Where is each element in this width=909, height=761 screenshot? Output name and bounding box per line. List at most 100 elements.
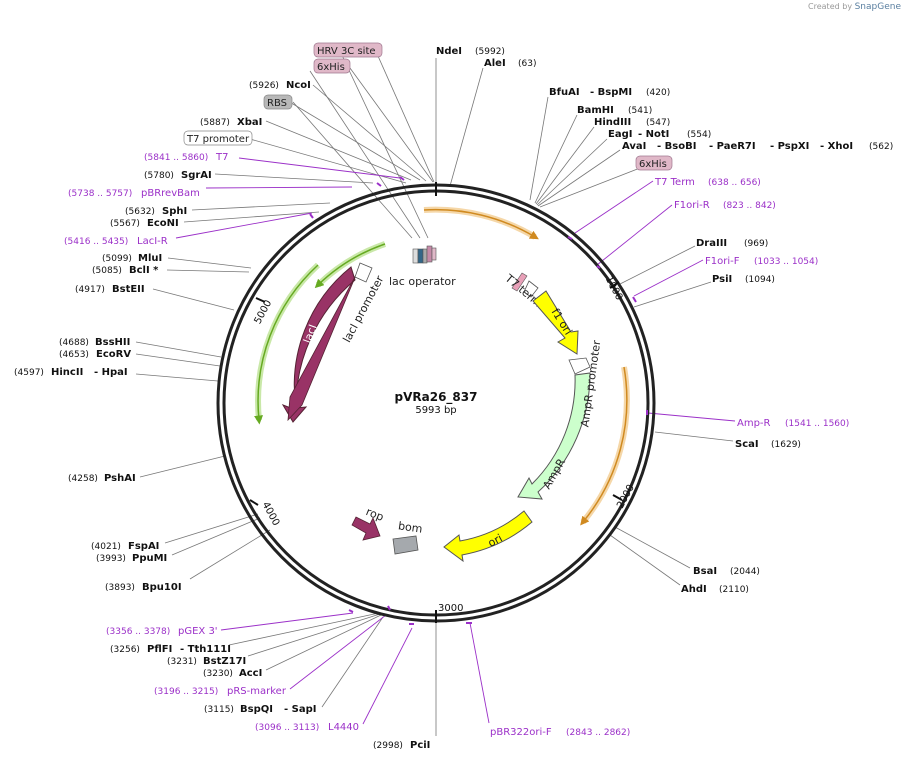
his-top-label: 6xHis <box>317 62 345 73</box>
primer-pgex: pGEX 3' <box>178 626 218 637</box>
site-paer7i: - PaeR7I <box>709 141 756 152</box>
site-bsai: BsaI <box>693 566 717 577</box>
site-bsobi: - BsoBI <box>657 141 696 152</box>
site-mlui-pos: (5099) <box>102 254 132 264</box>
primer-prs: pRS-marker <box>227 686 287 697</box>
site-bspmi: - BspMI <box>590 87 632 98</box>
tick-5000: 5000 <box>253 298 275 326</box>
bom-feature <box>392 535 419 555</box>
his-right-label: 6xHis <box>639 159 667 170</box>
primer-ampr: Amp-R <box>737 418 771 429</box>
his-top-box <box>313 58 351 74</box>
his-tag-feature <box>426 245 433 263</box>
primer-marks <box>309 176 648 625</box>
rbs-label: RBS <box>267 98 287 109</box>
site-bsshii-pos: (4688) <box>59 338 89 348</box>
site-draiii: DraIII <box>696 238 727 249</box>
site-pshai-pos: (4258) <box>68 474 98 484</box>
hrv-site-label: HRV 3C site <box>317 46 376 57</box>
site-bpu10i-pos: (3893) <box>105 583 135 593</box>
site-avai: AvaI <box>622 141 646 152</box>
primer-l4440: L4440 <box>328 722 359 733</box>
site-fspai: FspAI <box>128 541 159 552</box>
site-bsshii: BssHII <box>95 337 130 348</box>
primer-f1orir: F1ori-R <box>674 200 710 211</box>
site-ncoi-pos: (5926) <box>249 81 279 91</box>
site-sgrai: SgrAI <box>181 170 212 181</box>
primer-f1orir-range: (823 .. 842) <box>723 201 776 211</box>
site-bpu10i: Bpu10I <box>142 582 182 593</box>
site-acci-pos: (3230) <box>203 669 233 679</box>
site-xbai-pos: (5887) <box>200 118 230 128</box>
tick-3000: 3000 <box>438 603 463 614</box>
site-hincii: HincII <box>51 367 83 378</box>
laci-feature-body <box>287 274 357 422</box>
site-sphi: SphI <box>162 206 187 217</box>
site-hpai: - HpaI <box>94 367 128 378</box>
site-psii-pos: (1094) <box>745 275 775 285</box>
site-alei: AleI <box>484 58 506 69</box>
site-ppumi: PpuMI <box>132 553 167 564</box>
t7-terminator-feature <box>511 272 528 292</box>
site-pshai: PshAI <box>104 473 136 484</box>
site-bsteii-pos: (4917) <box>75 285 105 295</box>
site-mlui: MluI <box>138 253 162 264</box>
t7-promoter-label: T7 promoter <box>186 134 250 145</box>
site-hincii-pos: (4597) <box>14 368 44 378</box>
watermark-prefix: Created by <box>808 2 853 11</box>
site-avai-pos: (562) <box>869 142 893 152</box>
site-sapi: - SapI <box>284 704 316 715</box>
site-ncoi: NcoI <box>286 80 311 91</box>
site-sgrai-pos: (5780) <box>144 171 174 181</box>
site-bcli-pos: (5085) <box>92 266 122 276</box>
site-pcii: PciI <box>410 740 430 751</box>
rop-label: rop <box>364 505 386 524</box>
site-xbai: XbaI <box>237 117 262 128</box>
site-bstz17i: BstZ17I <box>203 656 246 667</box>
snapgene-watermark: Created by SnapGene <box>808 2 901 12</box>
primer-pbr322-range: (2843 .. 2862) <box>566 728 630 738</box>
plasmid-name: pVRa26_837 <box>395 390 478 405</box>
site-noti: - NotI <box>638 129 669 140</box>
site-bfuai-pos: (420) <box>646 88 670 98</box>
primer-t7term: T7 Term <box>654 177 695 188</box>
site-bstz17i-pos: (3231) <box>167 657 197 667</box>
site-ahdi-pos: (2110) <box>719 585 749 595</box>
hrv-site-feature <box>431 247 437 261</box>
watermark-brand: SnapGene <box>854 2 901 12</box>
ampr-feature <box>517 372 591 500</box>
lac-operator-label: lac operator <box>389 275 456 288</box>
laci-feature <box>281 266 356 423</box>
primer-f1orif-range: (1033 .. 1054) <box>754 257 818 267</box>
primer-t7-range: (5841 .. 5860) <box>144 153 208 163</box>
orf-arc-top-line <box>423 208 539 240</box>
site-pflfi: PflFI <box>147 644 172 655</box>
primer-pbrrev-range: (5738 .. 5757) <box>68 189 132 199</box>
leader-lines <box>135 50 734 736</box>
site-scai: ScaI <box>735 439 759 450</box>
site-draiii-pos: (969) <box>744 239 768 249</box>
bom-label: bom <box>397 519 423 535</box>
site-ndei: NdeI <box>436 46 462 57</box>
site-ahdi: AhdI <box>681 584 707 595</box>
site-econi: EcoNI <box>147 218 179 229</box>
primer-laci-range: (5416 .. 5435) <box>64 237 128 247</box>
ori-label: ori <box>486 532 505 550</box>
laci-promoter-feature <box>354 262 373 283</box>
site-ecorv-pos: (4653) <box>59 350 89 360</box>
his-right-box <box>635 155 673 171</box>
site-alei-pos: (63) <box>518 59 536 69</box>
primer-l4440-range: (3096 .. 3113) <box>255 723 319 733</box>
site-xhoi: - XhoI <box>820 141 853 152</box>
t7-promoter-feature <box>412 248 419 264</box>
site-scai-pos: (1629) <box>771 440 801 450</box>
primer-leader-lines <box>175 157 736 725</box>
site-bsai-pos: (2044) <box>730 567 760 577</box>
primer-prs-range: (3196 .. 3215) <box>154 687 218 697</box>
site-bamhi: BamHI <box>577 105 614 116</box>
laci-promoter-arc-line <box>314 243 386 289</box>
site-ecorv: EcoRV <box>96 349 131 360</box>
t7-terminator-white <box>523 280 539 298</box>
site-bcli: BclI * <box>129 265 159 276</box>
